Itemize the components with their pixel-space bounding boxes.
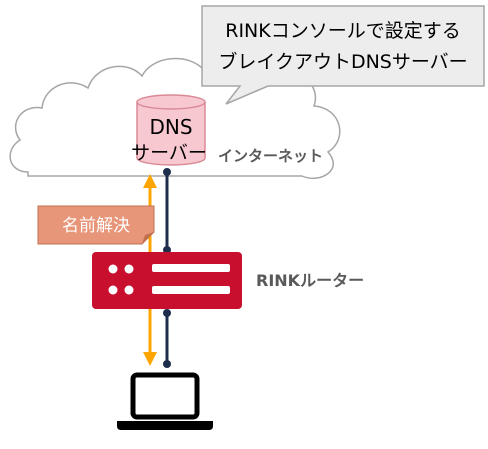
name-resolution-note: 名前解決: [37, 205, 155, 245]
callout-line-2: ブレイクアウトDNSサーバー: [218, 50, 467, 73]
callout-line-1: RINKコンソールで設定する: [225, 20, 460, 42]
link-router-laptop: [163, 309, 171, 368]
laptop-icon: [117, 372, 213, 430]
router-icon: [92, 252, 242, 309]
router-label: RINKルーター: [256, 271, 364, 290]
dns-server-label-line-1: DNS: [149, 115, 192, 139]
internet-label: インターネット: [218, 147, 323, 165]
database-icon: [136, 94, 206, 166]
dns-server-label-line-2: サーバー: [131, 142, 207, 164]
callout-box: RINKコンソールで設定する ブレイクアウトDNSサーバー: [201, 5, 485, 105]
name-resolution-label: 名前解決: [62, 216, 130, 236]
link-dns-router: [163, 168, 171, 254]
